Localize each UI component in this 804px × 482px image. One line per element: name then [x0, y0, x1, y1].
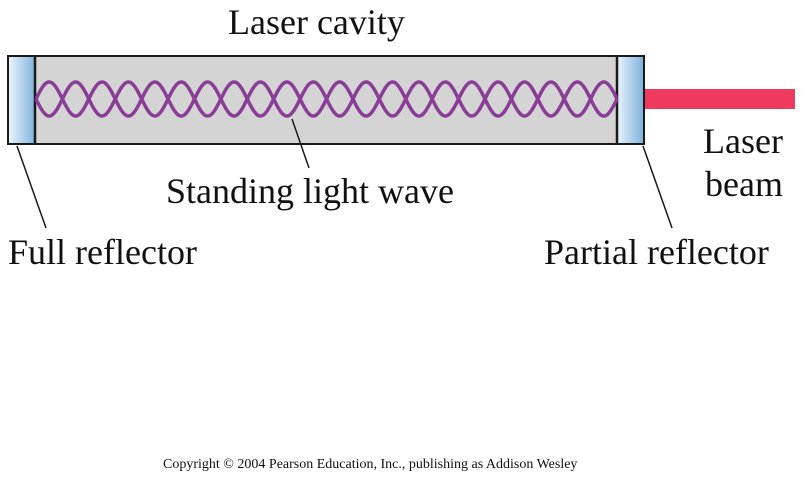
partial-reflector-leader-line [642, 145, 673, 229]
partial-reflector-mirror [617, 57, 643, 143]
standing-wave-lower [34, 80, 619, 118]
cavity-label: Laser cavity [228, 2, 405, 42]
full-reflector-label: Full reflector [8, 232, 197, 272]
wave-leader-line [291, 118, 310, 169]
standing-wave-label: Standing light wave [166, 171, 454, 211]
full-reflector-leader-line [16, 145, 47, 229]
laser-beam-label-line2: beam [705, 164, 783, 204]
copyright-text: Copyright © 2004 Pearson Education, Inc.… [163, 457, 578, 472]
partial-reflector-label: Partial reflector [544, 232, 769, 272]
full-reflector-mirror [9, 57, 35, 143]
laser-beam-label-line1: Laser [703, 121, 783, 161]
laser-beam [645, 89, 795, 109]
